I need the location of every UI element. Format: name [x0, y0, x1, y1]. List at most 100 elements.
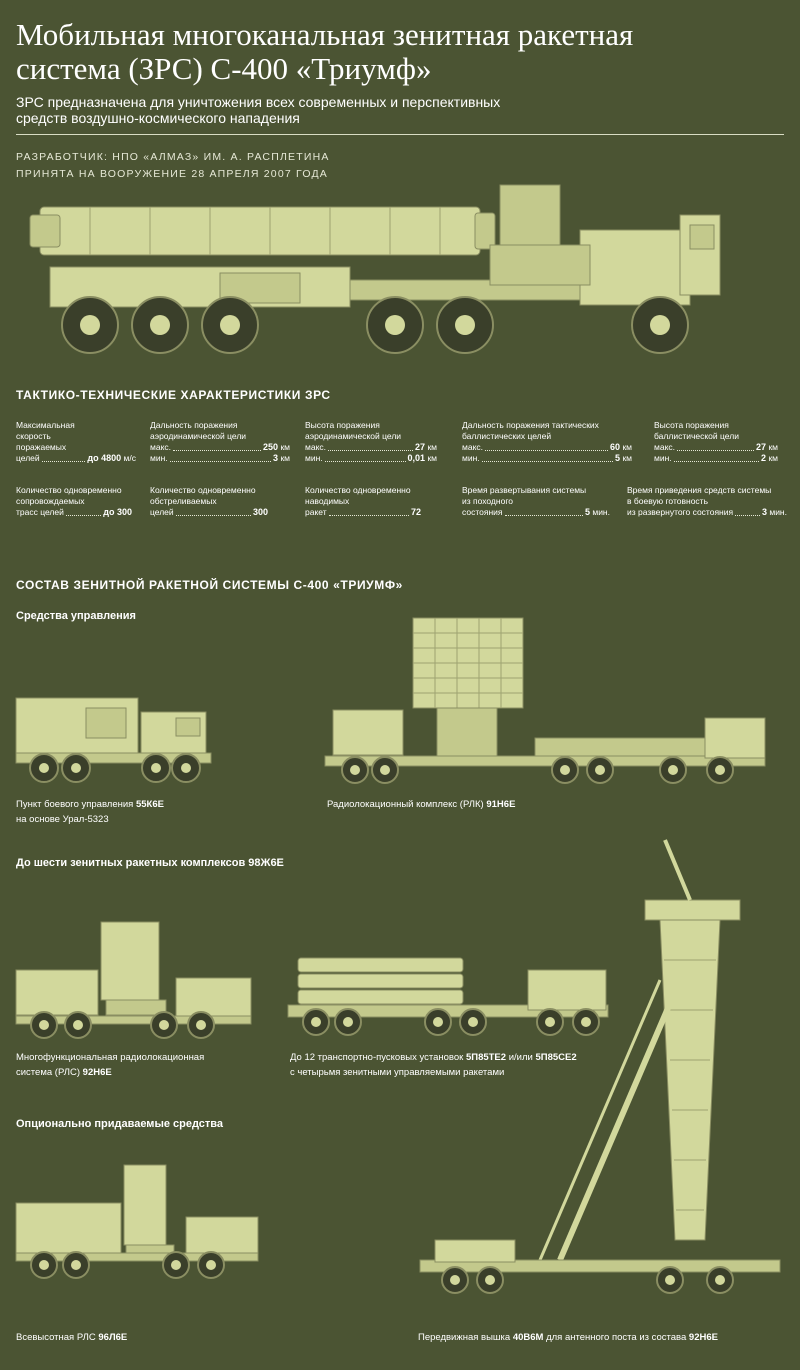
caption-code: 55К6Е [135, 799, 164, 810]
spec-engaged: Количество одновременно обстреливаемых ц… [150, 485, 268, 518]
spec-value: 2 [761, 453, 767, 463]
spec-value: 60 [610, 442, 621, 452]
caption-code: 92Н6Е [688, 1332, 718, 1343]
spec-label: аэродинамической цели [305, 431, 402, 441]
title-line-1: Мобильная многоканальная зенитная ракетн… [16, 17, 634, 52]
subtitle-line-2: средств воздушно-космического нападения [16, 110, 300, 126]
spec-aero-alt: Высота поражения аэродинамической цели м… [305, 420, 437, 464]
spec-value: до 4800 [87, 453, 122, 463]
spec-label: мин. [462, 453, 480, 463]
spec-label: Максимальная [16, 420, 75, 430]
spec-tbm-range: Дальность поражения тактических баллисти… [462, 420, 632, 464]
spec-label: Дальность поражения [150, 420, 238, 430]
caption-text: система (РЛС) [16, 1067, 83, 1078]
caption-text: Передвижная вышка [418, 1332, 513, 1343]
tractor-truck [489, 214, 721, 306]
mfr-caption: Многофункциональная радиолокационная сис… [16, 1050, 276, 1080]
spec-value: до 300 [103, 507, 132, 517]
title-line-2: система (ЗРС) С-400 «Триумф» [16, 51, 432, 86]
spec-unit: мин. [769, 507, 787, 517]
caption-code: 92Н6Е [82, 1067, 112, 1078]
spec-label: состояния [462, 507, 503, 517]
spec-value: 27 [756, 442, 767, 452]
spec-label: мин. [150, 453, 168, 463]
spec-aero-range: Дальность поражения аэродинамической цел… [150, 420, 290, 464]
caption-text: Радиолокационный комплекс (РЛК) [327, 799, 487, 810]
spec-value: 3 [273, 453, 279, 463]
specs-heading: ТАКТИКО-ТЕХНИЧЕСКИЕ ХАРАКТЕРИСТИКИ ЗРС [16, 388, 331, 402]
caption-code: 5П85ТЕ2 [465, 1052, 507, 1063]
spec-label: макс. [654, 442, 675, 452]
wheels [61, 296, 689, 354]
spec-unit: км [768, 453, 778, 463]
spec-missiles: Количество одновременно наводимых ракет 7… [305, 485, 421, 518]
spec-unit: км [768, 442, 778, 452]
spec-label: обстреливаемых [150, 496, 217, 506]
spec-value: 27 [415, 442, 426, 452]
spec-label: Время развертывания системы [462, 485, 587, 495]
spec-label: наводимых [305, 496, 350, 506]
tower-caption: Передвижная вышка 40В6М для антенного по… [418, 1330, 788, 1345]
spec-label: баллистической цели [654, 431, 739, 441]
spec-label: Высота поражения [654, 420, 729, 430]
command-post-illustration [15, 697, 212, 783]
spec-value: 72 [410, 507, 421, 517]
spec-label: макс. [462, 442, 483, 452]
caption-text: для антенного поста из состава [543, 1332, 689, 1343]
composition-heading: СОСТАВ ЗЕНИТНОЙ РАКЕТНОЙ СИСТЕМЫ С-400 «… [16, 578, 403, 592]
spec-label: поражаемых [16, 442, 67, 452]
subtitle: ЗРС предназначена для уничтожения всех с… [16, 94, 616, 126]
spec-unit: км [622, 442, 632, 452]
spec-label: целей [16, 453, 40, 463]
spec-label: из походного [462, 496, 513, 506]
spec-unit: км [622, 453, 632, 463]
control-heading: Средства управления [16, 610, 136, 622]
spec-label: трасс целей [16, 507, 64, 517]
spec-deploy: Время развертывания системы из походного… [462, 485, 610, 518]
spec-label: из развернутого состояния [627, 507, 734, 517]
caption-code: 5П85СЕ2 [535, 1052, 577, 1063]
divider [16, 134, 784, 135]
all-altitude-caption: Всевысотная РЛС 96Л6Е [16, 1330, 276, 1345]
caption-code: 91Н6Е [486, 799, 516, 810]
all-altitude-radar-illustration [15, 1164, 259, 1279]
tel-caption: До 12 транспортно-пусковых установок 5П8… [290, 1050, 610, 1080]
sam-heading: До шести зенитных ракетных комплексов 98… [16, 857, 284, 869]
spec-label: Время приведения средств системы [627, 485, 772, 495]
spec-tbm-alt: Высота поражения баллистической цели мак… [654, 420, 778, 464]
mobile-tower-illustration [419, 839, 781, 1294]
spec-label: аэродинамической цели [150, 431, 247, 441]
mfr-radar-illustration [15, 921, 252, 1039]
developer-text: РАЗРАБОТЧИК: НПО «АЛМАЗ» ИМ. А. РАСПЛЕТИ… [16, 151, 330, 163]
spec-value: 300 [252, 507, 268, 517]
spec-label: в боевую готовность [627, 496, 709, 506]
radar-complex-caption: Радиолокационный комплекс (РЛК) 91Н6Е [327, 797, 627, 812]
spec-label: Дальность поражения тактических [462, 420, 599, 430]
spec-unit: км [427, 442, 437, 452]
spec-label: целей [150, 507, 174, 517]
spec-unit: м/с [123, 453, 136, 463]
spec-label: Количество одновременно [305, 485, 411, 495]
radar-complex-illustration [324, 617, 766, 784]
spec-value: 3 [761, 507, 767, 517]
spec-label: Количество одновременно [150, 485, 256, 495]
caption-code: 96Л6Е [98, 1332, 128, 1343]
spec-unit: км [280, 442, 290, 452]
spec-label: сопровождаемых [16, 496, 85, 506]
missile-canister [29, 206, 496, 256]
caption-text: на основе Урал-5323 [16, 814, 109, 825]
caption-text: и/или [506, 1052, 536, 1063]
caption-text: с четырьмя зенитными управляемыми ракета… [290, 1067, 505, 1078]
spec-label: мин. [305, 453, 323, 463]
caption-text: Многофункциональная радиолокационная [16, 1052, 205, 1063]
caption-text: Всевысотная РЛС [16, 1332, 99, 1343]
spec-label: макс. [305, 442, 326, 452]
caption-text: До 12 транспортно-пусковых установок [290, 1052, 466, 1063]
spec-value: 0,01 [407, 453, 426, 463]
spec-label: ракет [305, 507, 327, 517]
adopted-text: ПРИНЯТА НА ВООРУЖЕНИЕ 28 АПРЕЛЯ 2007 ГОД… [16, 168, 328, 180]
spec-label: Высота поражения [305, 420, 380, 430]
spec-label: мин. [654, 453, 672, 463]
caption-text: Пункт боевого управления [16, 799, 136, 810]
